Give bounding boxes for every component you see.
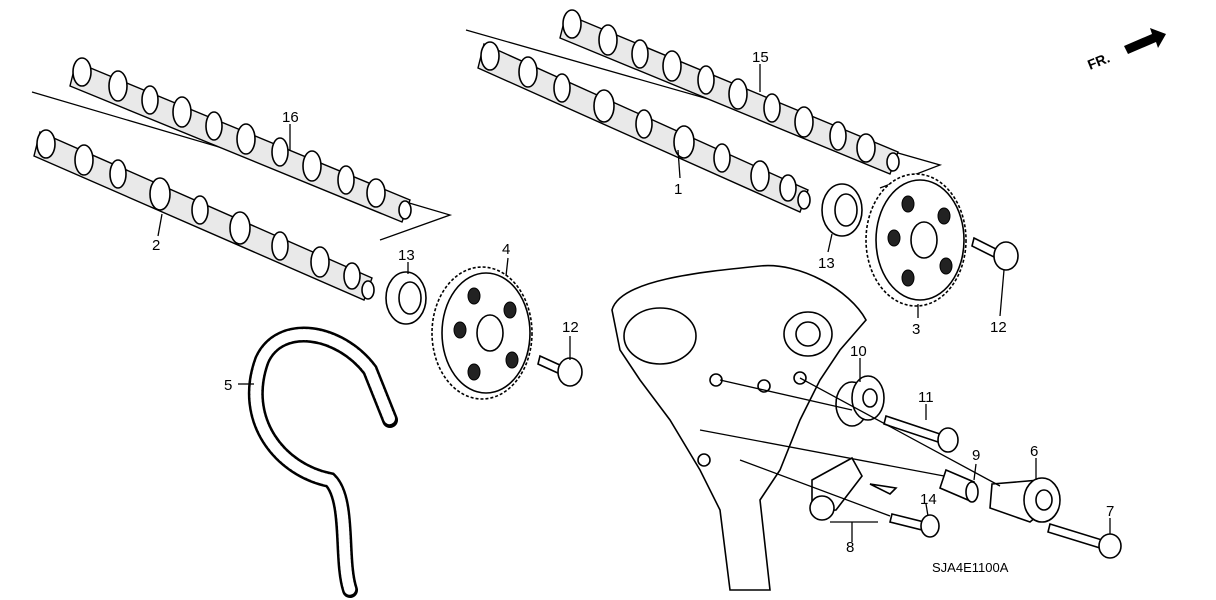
- camshaft-1: [477, 41, 811, 213]
- bolt-14: [889, 513, 940, 538]
- label-part-13-left: 13: [398, 247, 415, 264]
- camshaft-16: [69, 57, 412, 223]
- camshaft-pulley-3: [865, 173, 967, 307]
- oil-seal-13-left: [385, 271, 427, 325]
- label-part-2: 2: [152, 237, 160, 254]
- label-part-15: 15: [752, 49, 769, 66]
- label-part-8: 8: [846, 539, 854, 556]
- camshaft-2: [33, 129, 375, 301]
- bolt-12-right: [971, 236, 1019, 271]
- label-part-12-left: 12: [562, 319, 579, 336]
- label-part-10: 10: [850, 343, 867, 360]
- label-part-14: 14: [920, 491, 937, 508]
- label-part-9: 9: [972, 447, 980, 464]
- leader-lines: [157, 64, 1111, 542]
- label-part-6: 6: [1030, 443, 1038, 460]
- diagram-code: SJA4E1100A: [932, 560, 1009, 575]
- timing-belt-5: [247, 326, 398, 598]
- camshaft-15: [559, 9, 900, 175]
- label-part-3: 3: [912, 321, 920, 338]
- idler-pulley-10: [835, 375, 885, 427]
- label-part-12-right: 12: [990, 319, 1007, 336]
- guide-lines: [699, 377, 1001, 534]
- label-part-16: 16: [282, 109, 299, 126]
- engine-block: [611, 264, 867, 591]
- label-part-1: 1: [674, 181, 682, 198]
- front-direction-label: FR.: [1085, 49, 1112, 72]
- bolt-7: [1047, 522, 1122, 559]
- front-direction-arrow: [1124, 28, 1166, 54]
- label-part-13-right: 13: [818, 255, 835, 272]
- bolt-12-left: [537, 354, 583, 387]
- label-part-7: 7: [1106, 503, 1114, 520]
- collar-9: [939, 468, 979, 503]
- label-part-4: 4: [502, 241, 510, 258]
- auto-tensioner-8: [809, 456, 898, 521]
- label-part-5: 5: [224, 377, 232, 394]
- label-part-11: 11: [918, 389, 934, 406]
- camshaft-pulley-4: [431, 266, 533, 400]
- oil-seal-13-right: [821, 183, 863, 237]
- tensioner-6: [989, 477, 1061, 523]
- bolt-11: [883, 414, 959, 453]
